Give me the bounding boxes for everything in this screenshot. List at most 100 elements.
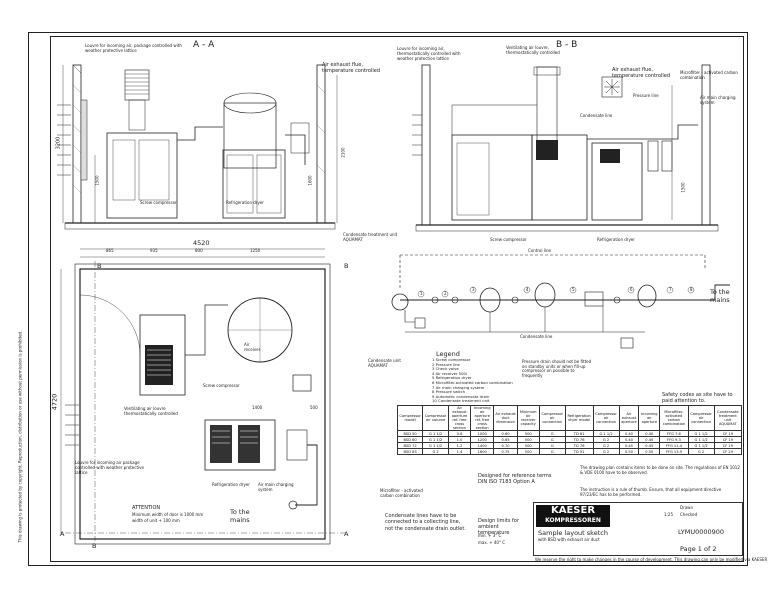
header-cell: Condensate treatment unit AQUAMAT (713, 405, 743, 431)
logo-top: KAESER (550, 505, 596, 516)
bb-thermo-label: Ventilating air louvre, thermostatically… (506, 45, 560, 55)
plan-mark-b-right: B (344, 262, 349, 270)
header-cell: Incoming air aperture (638, 405, 661, 431)
table-cell: BSD 83 (396, 448, 424, 455)
plan-dim-500: 500 (310, 405, 318, 410)
header-cell: Air exhaust aperture (618, 405, 640, 431)
bb-dim-1500: 1500 (680, 182, 686, 193)
aa-dim-2100: 2100 (340, 147, 346, 158)
plan-mark-b-bottom: B (92, 542, 97, 550)
header-cell: Compressor air connection (538, 405, 566, 431)
design-limits-min: min. + 3° C (478, 533, 502, 538)
bb-dryer (591, 142, 643, 221)
table-cell: 0.50 (638, 448, 661, 455)
bb-screw-compressor (451, 134, 533, 221)
tb-drawing-no: LYMU0000900 (678, 528, 725, 536)
header-cell: Minimum air receiver capacity (516, 405, 540, 431)
room-outline (79, 268, 326, 540)
tb-footer: We reserve the right to make changes in … (535, 557, 768, 562)
plan-dim-1400: 1400 (252, 405, 263, 410)
bb-pressure-label: Pressure line (633, 93, 659, 98)
outer-frame (28, 32, 748, 566)
row-dim-4: 1250 (250, 248, 261, 253)
flow-number-7: 7 (669, 287, 672, 292)
flow-number-8: 8 (690, 287, 693, 292)
row-dim-2: 935 (150, 248, 158, 253)
design-limits-title: Design limits for ambient temperature (478, 518, 519, 536)
bb-main-label: Air main charging system (700, 95, 736, 105)
legend-item: 6 Microfilter-activated carbon combinati… (432, 379, 513, 385)
legend-item: 2 Pressure line (432, 361, 460, 367)
bb-condensate-label: Condensate line (580, 113, 613, 118)
plan-mark-b-top: B (97, 262, 102, 270)
legend-title: Legend (436, 350, 460, 358)
louvre (80, 99, 88, 181)
bb-filter (647, 140, 659, 172)
plan-mark-a-left: A (60, 530, 65, 538)
bb-screw-label: Screw compressor (490, 237, 527, 242)
condensate-note: Condensate lines have to be connected to… (385, 513, 466, 532)
plan-main-label: Air main charging system (258, 482, 294, 492)
legend-item: 5 Refrigeration dryer (432, 375, 472, 381)
bb-louvre-label: Louvre for incoming air, thermostaticall… (397, 46, 461, 61)
aa-condensate-label: Condensate treatment unit AQUAMAT (343, 232, 398, 242)
header-cell: Microfilter-activated carbon combination (659, 405, 689, 431)
aa-dim-1600: 1600 (307, 175, 313, 186)
legend-note: Pressure drain should not be fitted on s… (522, 359, 592, 378)
spec-table: Compressor model Compressor air volume A… (396, 405, 743, 455)
plan-attention-text: Minimum width of door is 1000 mm (132, 512, 204, 517)
flow-number-3: 3 (472, 287, 475, 292)
aa-louvre-label: Louvre for incoming air, package control… (85, 43, 182, 53)
aa-height-dim: 3200 (55, 136, 62, 150)
plan-mark-a-right: A (344, 530, 349, 538)
plan-dryer (204, 419, 276, 471)
exhaust-duct (124, 69, 150, 101)
row-dim-3: 800 (195, 248, 203, 253)
floor-plan-drawing (60, 248, 345, 545)
table-cell: 1600 (470, 448, 495, 455)
tb-checked: Checked (680, 512, 698, 517)
left-margin-note: This drawing is protected by copyright. … (17, 330, 23, 543)
table-cell: 0.75 (493, 448, 518, 455)
wall-left (72, 64, 82, 224)
legend-item: 10 Condensate treatment unit (432, 398, 490, 404)
plan-screw-label: Screw compressor (203, 383, 240, 388)
plan-attention-title: ATTENTION (132, 505, 161, 511)
plan-receiver-label: Air receiver (244, 342, 261, 352)
header-cell: Compressor air connection (687, 405, 715, 431)
section-bb-drawing (412, 64, 719, 232)
tb-scale: 1:25 (664, 512, 673, 517)
header-cell: Compressor model (396, 405, 424, 431)
header-cell: Compressor air volume (422, 405, 449, 431)
header-cell: Incoming air aperture ref. free cross se… (470, 405, 495, 431)
legend-item: 4 Air receiver 500l (432, 370, 467, 376)
plan-width-dim: 4520 (193, 239, 210, 247)
notes-1: The drawing plan contains items to be do… (580, 465, 740, 475)
table-cell: G 2 (687, 448, 715, 455)
inner-frame (50, 36, 744, 562)
bb-dryer-label: Refrigeration dryer (597, 237, 635, 242)
tb-page: Page 1 of 2 (680, 545, 717, 553)
tb-subtitle: with BSD with exhaust air duct (538, 537, 600, 542)
flow-diagram (391, 254, 730, 349)
tb-name: Sample layout sketch (538, 529, 608, 537)
section-aa-drawing (57, 64, 338, 230)
bb-exhaust-label: Air exhaust flue, temperature controlled (612, 67, 670, 79)
plan-dryer-label: Refrigeration dryer (212, 482, 250, 487)
table-cell: FFG 13.9 (659, 448, 689, 455)
bb-microfilter-label: Microfilter - activated carbon combinati… (680, 70, 738, 80)
table-cell: G 2 (422, 448, 449, 455)
row-dim-1: 865 (106, 248, 114, 253)
aa-exhaust-label: Air exhaust flue, temperature controlled (322, 62, 380, 74)
safety-note: Safety codes as site have to paid attent… (662, 392, 733, 404)
header-cell: Air exhaust aperture ref. free cross sec… (447, 405, 472, 431)
legend-item: 3 Check valve (432, 366, 459, 372)
header-cell: Refrigeration dryer model (564, 405, 594, 431)
legend-items: 1 Screw compressor 2 Pressure line 3 Che… (432, 357, 513, 404)
design-limits-max: max. + 40° C (478, 540, 506, 545)
dryer-elevation (222, 149, 286, 219)
flow-number-4: 4 (526, 287, 529, 292)
flow-number-5: 5 (572, 287, 575, 292)
